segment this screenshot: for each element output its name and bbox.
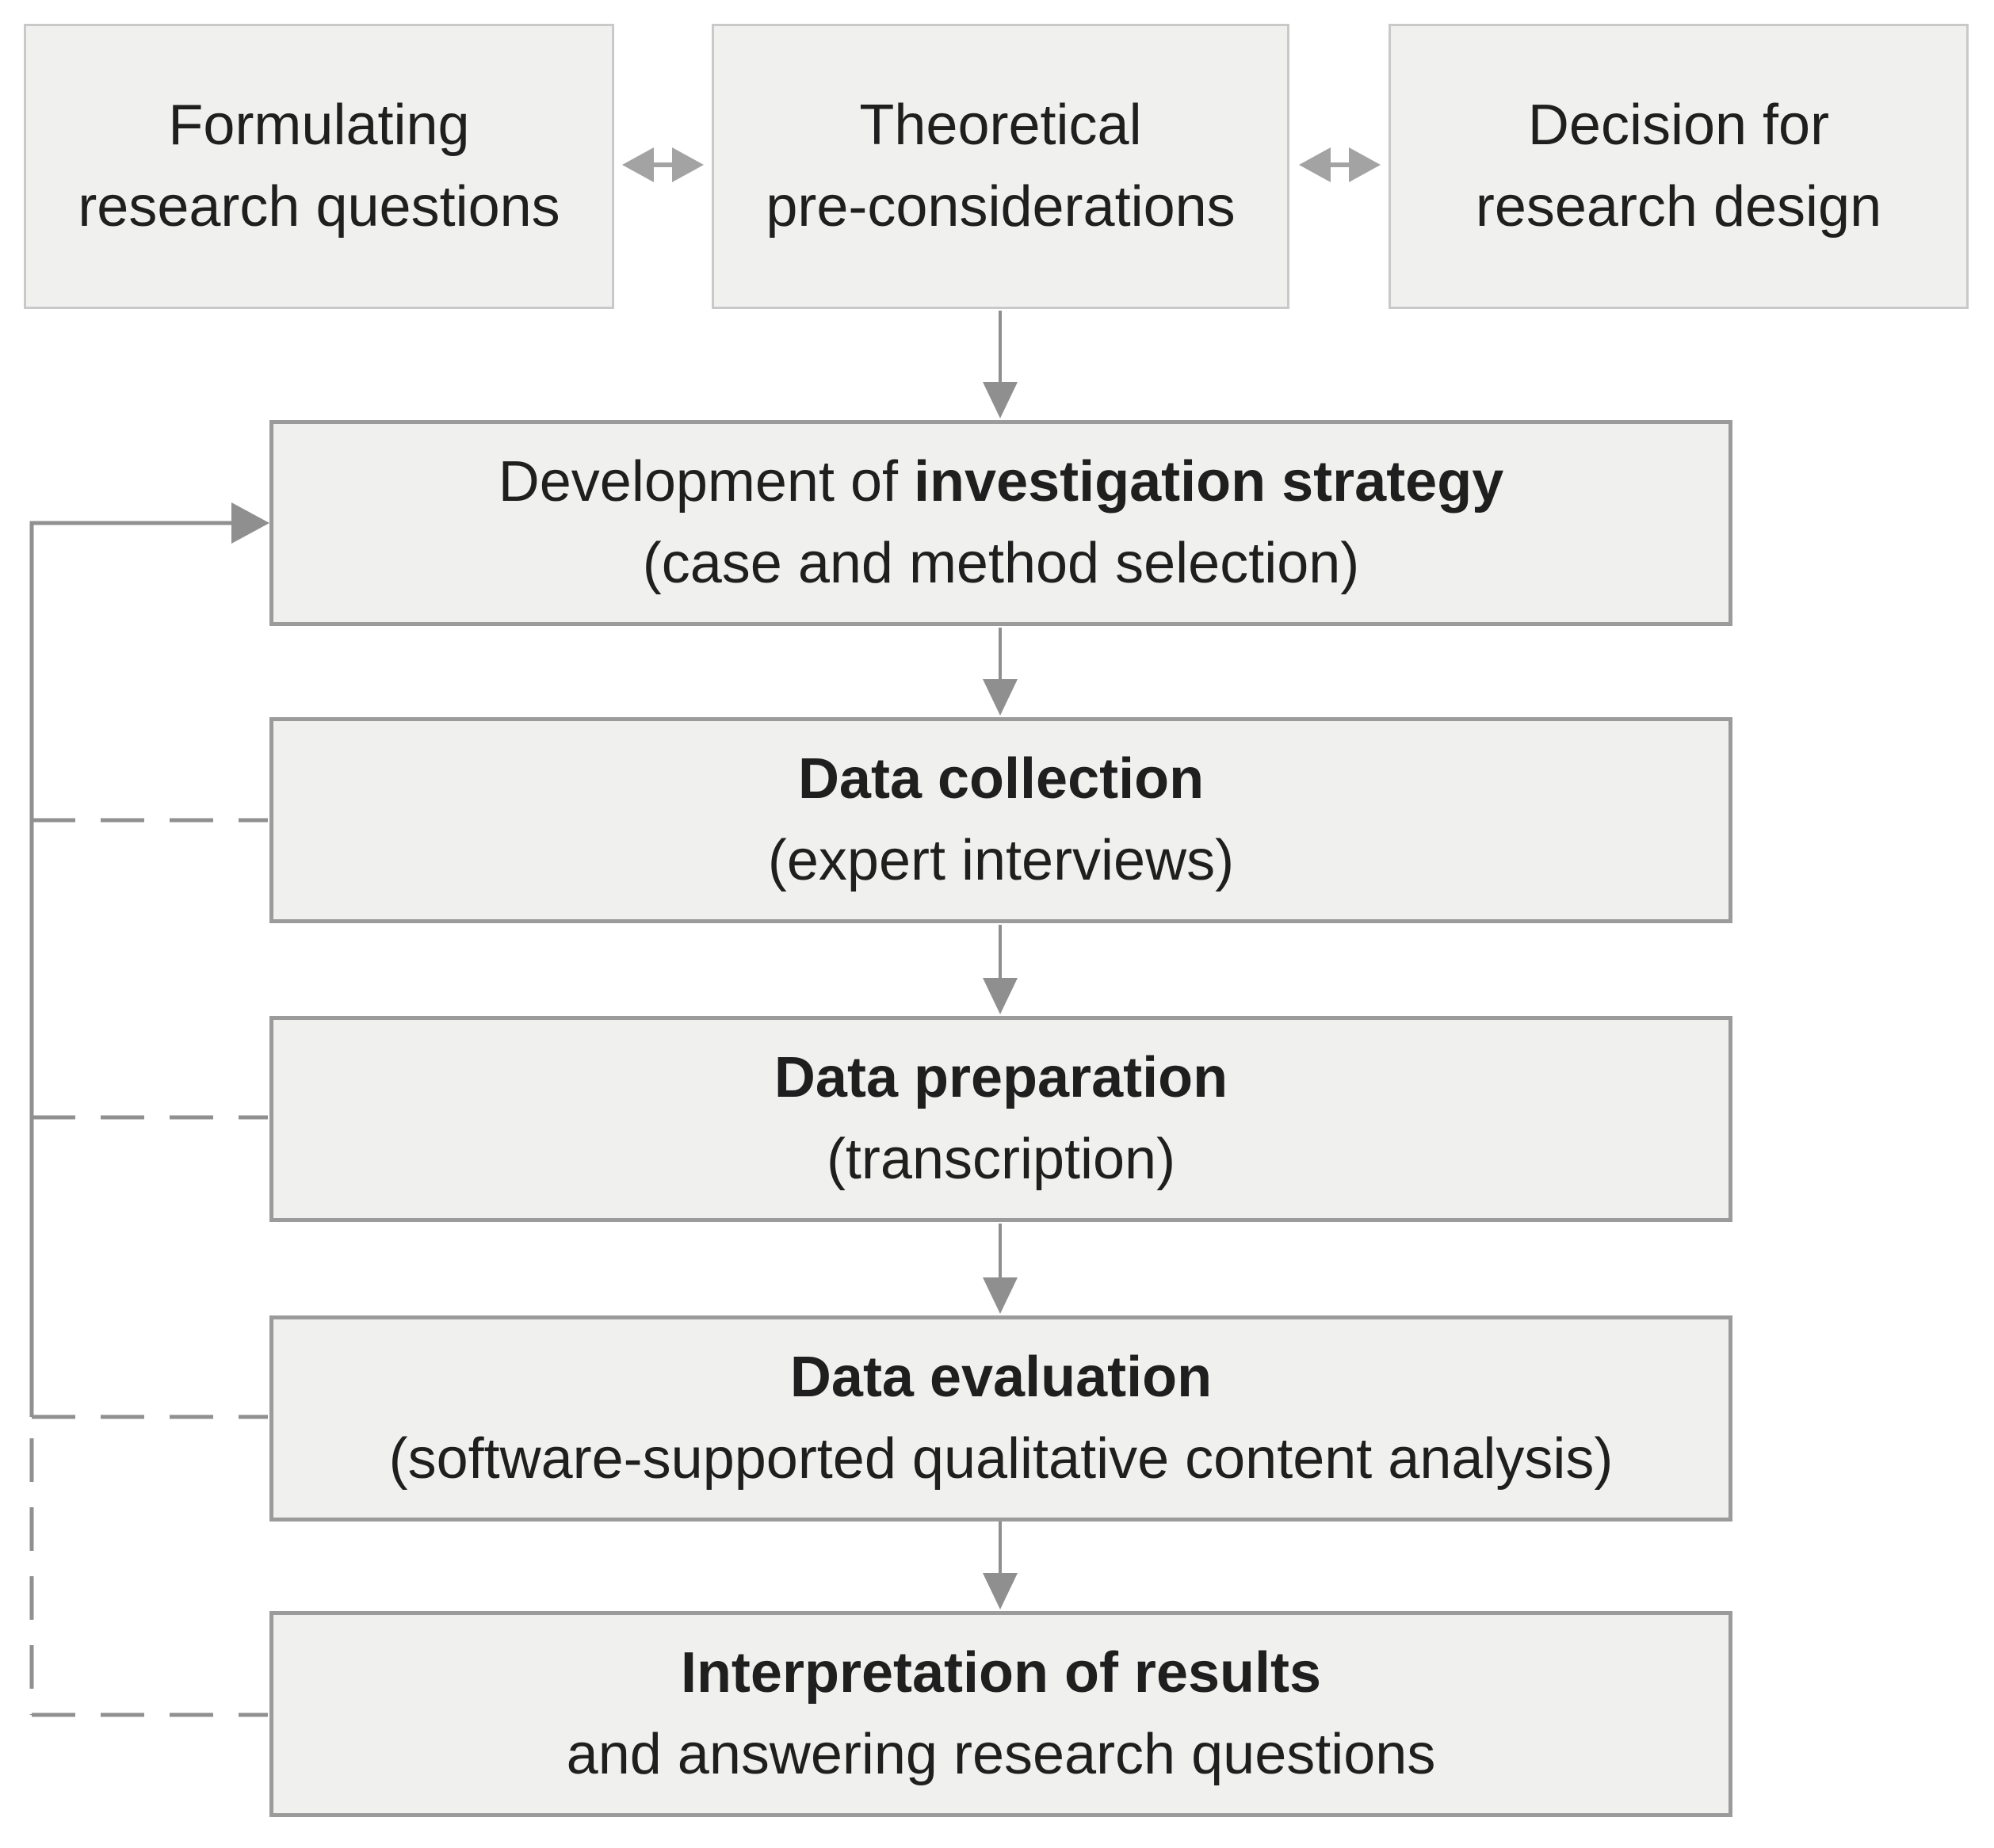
box-theoretical-pre-considerations: Theoretical pre-considerations (712, 24, 1289, 309)
box-text-line: research questions (78, 175, 560, 239)
feedback-dashed-lines (29, 818, 268, 1717)
box-interpretation-of-results: Interpretation of results and answering … (269, 1611, 1732, 1817)
box-text-line: Decision for (1527, 94, 1830, 157)
box-development-investigation-strategy: Development of investigation strategy (c… (269, 420, 1732, 626)
flow-arrow-down-5-icon (983, 1521, 1018, 1609)
box-data-collection: Data collection (expert interviews) (269, 717, 1732, 923)
flow-arrow-down-1-icon (983, 311, 1018, 418)
box-data-evaluation: Data evaluation (software-supported qual… (269, 1315, 1732, 1522)
box-text-line: pre-considerations (766, 175, 1236, 239)
stage-title: Data preparation (273, 1037, 1729, 1119)
stage-subtitle: (transcription) (826, 1128, 1176, 1191)
double-arrow-right-icon (1299, 147, 1381, 182)
feedback-solid-arrow (29, 502, 269, 1417)
stage-title-bold: investigation strategy (914, 450, 1504, 514)
box-decision-for-research-design: Decision for research design (1389, 24, 1969, 309)
box-data-preparation: Data preparation (transcription) (269, 1016, 1732, 1222)
stage-title-bold: Data collection (797, 747, 1205, 811)
flow-arrow-down-4-icon (983, 1224, 1018, 1314)
stage-title-bold: Interpretation of results (680, 1641, 1322, 1705)
flow-arrow-down-2-icon (983, 628, 1018, 716)
stage-title: Data collection (273, 739, 1729, 820)
stage-subtitle: and answering research questions (566, 1723, 1436, 1786)
box-text-line: Theoretical (859, 94, 1142, 157)
stage-title: Interpretation of results (273, 1632, 1729, 1714)
double-arrow-left-icon (622, 147, 704, 182)
box-formulating-research-questions: Formulating research questions (24, 24, 614, 309)
stage-title: Development of investigation strategy (273, 441, 1729, 523)
stage-title: Data evaluation (273, 1337, 1729, 1418)
stage-subtitle: (expert interviews) (767, 829, 1235, 892)
stage-title-prefix: Development of (498, 450, 915, 514)
flow-arrow-down-3-icon (983, 925, 1018, 1014)
box-text-line: Formulating (168, 94, 470, 157)
box-text-line: research design (1475, 175, 1882, 239)
stage-title-bold: Data preparation (774, 1046, 1228, 1109)
stage-subtitle: (software-supported qualitative content … (388, 1427, 1614, 1491)
stage-subtitle: (case and method selection) (642, 532, 1360, 595)
stage-title-bold: Data evaluation (789, 1346, 1213, 1409)
